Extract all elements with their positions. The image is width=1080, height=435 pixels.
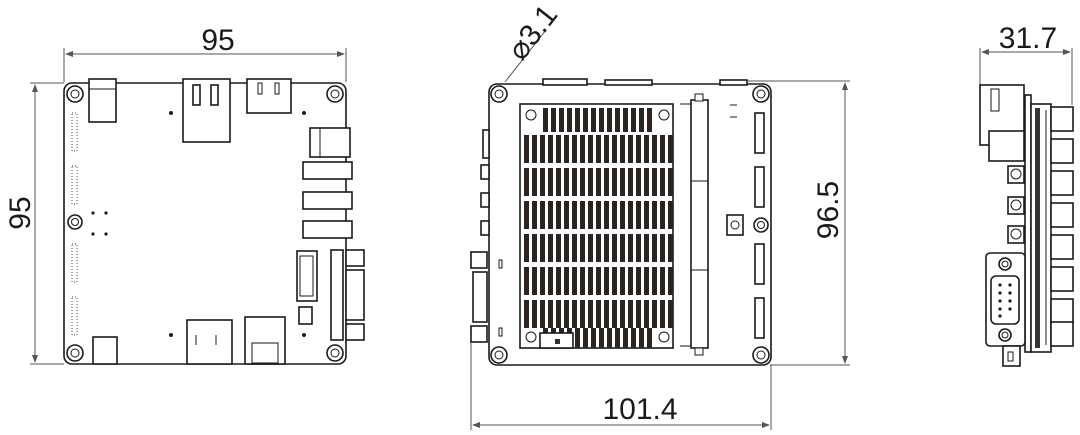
bottom-width-label: 101.4 — [602, 393, 677, 426]
bottom-view: ⌀3.1 96.5 101.4 — [470, 0, 850, 430]
audio-jack — [302, 220, 353, 239]
dc-jack — [88, 78, 117, 123]
db9-serial-port — [985, 252, 1026, 347]
audio-jack — [302, 191, 353, 210]
pin-header — [71, 112, 78, 336]
top-width-label: 95 — [201, 24, 234, 57]
lan-port — [182, 78, 231, 143]
audio-jack — [309, 127, 351, 158]
fan-header — [298, 306, 313, 325]
top-width-dimension: 95 — [63, 24, 347, 82]
heatsink — [519, 103, 674, 349]
dc-jack — [988, 130, 1025, 162]
com-port — [330, 249, 365, 341]
heatsink-side — [1050, 106, 1074, 347]
audio-jack — [302, 161, 353, 180]
mount-hole-icon — [490, 85, 770, 364]
mount-hole-icon — [66, 85, 344, 362]
top-view: 95 95 — [4, 24, 365, 365]
bottom-height-dimension: 96.5 — [748, 80, 850, 366]
side-depth-dimension: 31.7 — [979, 22, 1073, 105]
bottom-height-label: 96.5 — [812, 181, 845, 239]
pin-header — [754, 112, 765, 339]
bottom-connector — [92, 336, 118, 365]
side-view: 31.7 — [979, 22, 1074, 367]
hole-diameter-dimension: ⌀3.1 — [502, 0, 565, 83]
hole-diameter-label: ⌀3.1 — [502, 0, 565, 66]
hdmi-port — [246, 78, 292, 114]
com-port — [470, 251, 488, 343]
sodimm-slot — [680, 93, 709, 356]
top-height-dimension: 95 — [4, 82, 64, 365]
top-height-label: 95 — [4, 196, 37, 229]
sd-card-slot — [186, 319, 233, 365]
pcb-edge — [1024, 94, 1032, 353]
side-depth-label: 31.7 — [999, 22, 1057, 55]
bottom-width-dimension: 101.4 — [470, 340, 772, 430]
